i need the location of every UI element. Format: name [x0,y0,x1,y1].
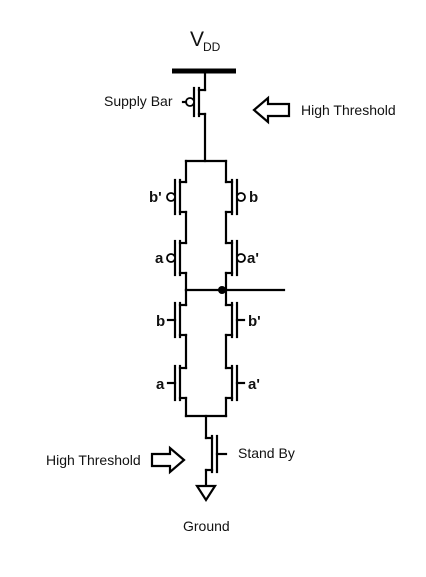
output-node-dot [218,286,226,294]
arrow-right-icon [150,445,186,475]
standby-transistor [204,414,228,488]
stand-by-label: Stand By [238,445,295,461]
vdd-subscript: DD [203,40,221,54]
vdd-label: V [190,28,204,51]
supply-bar-label: Supply Bar [104,93,173,109]
pulldown-left-top-gate-label: b [156,313,165,330]
pullup-right-bottom-gate-label: a' [247,250,259,267]
pulldown-right-bottom-gate-label: a' [248,376,260,393]
high-threshold-top-label: High Threshold [301,102,396,118]
pullup-right-branch [224,159,246,292]
pulldown-right-branch [224,288,246,418]
arrow-left-icon [252,95,291,125]
high-threshold-bottom-label: High Threshold [46,452,141,468]
pulldown-left-branch [166,288,188,418]
pulldown-right-top-gate-label: b' [248,313,261,330]
pullup-left-branch [166,159,188,292]
supply-bar-transistor [181,69,207,163]
pullup-right-top-gate-label: b [249,189,258,206]
pulldown-left-bottom-gate-label: a [156,376,165,393]
pullup-left-top-gate-label: b' [149,189,162,206]
ground-icon [194,484,218,503]
pullup-left-bottom-gate-label: a [155,250,164,267]
ground-label: Ground [183,518,230,534]
